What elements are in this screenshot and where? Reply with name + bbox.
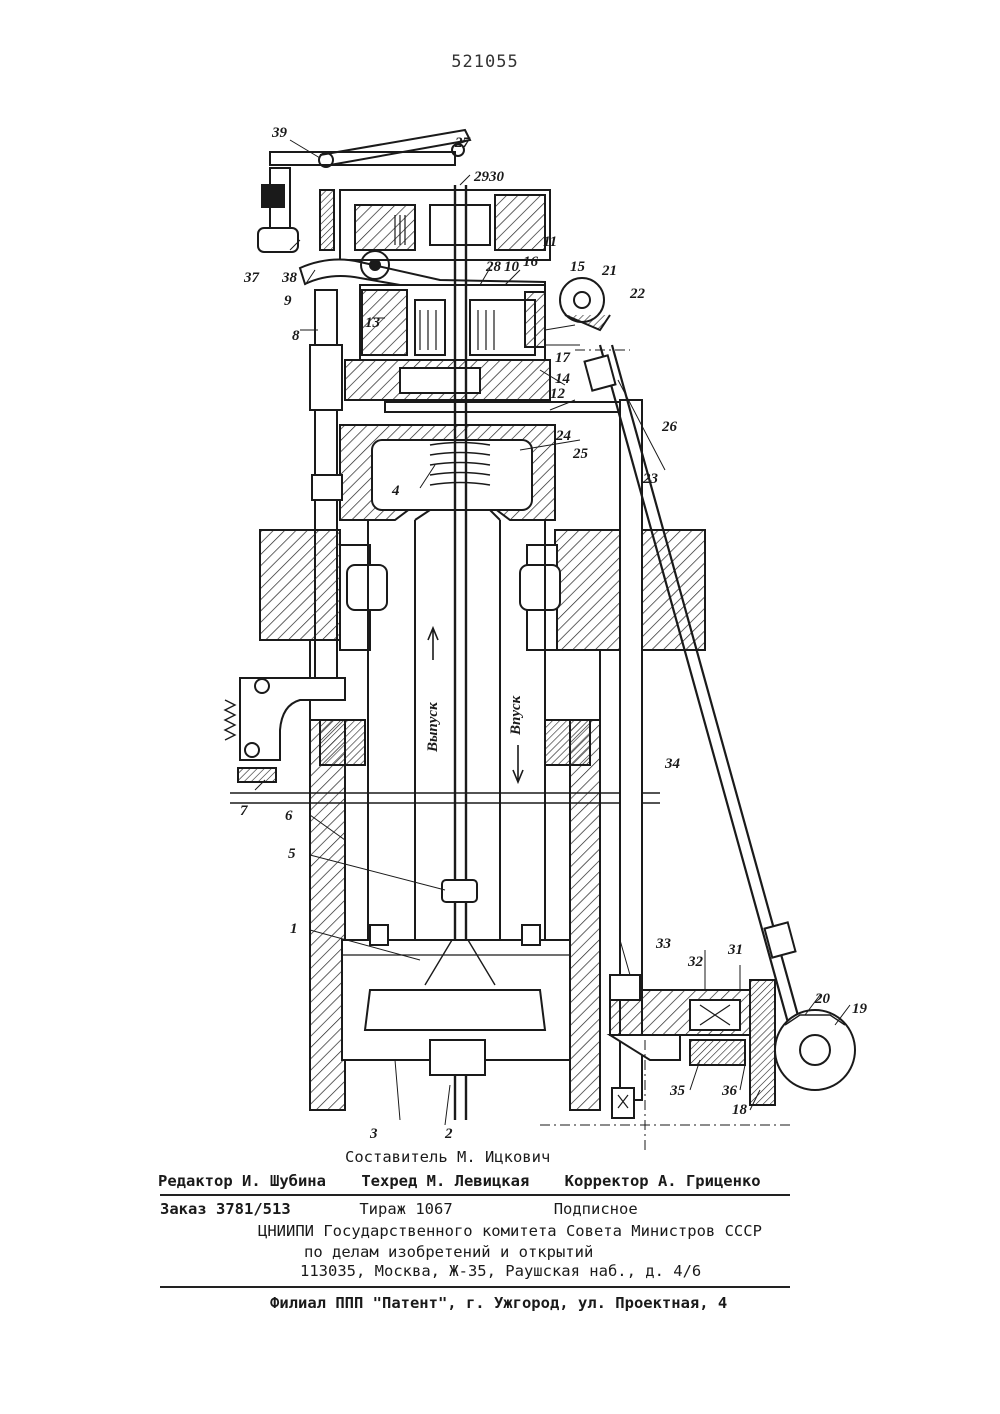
mechanism-body [225,130,855,1150]
part-label: 22 [629,286,646,302]
part-label: 4 [391,483,400,499]
part-label: 15 [570,259,586,275]
imprint-editor: Редактор И. Шубина [158,1172,326,1190]
part-label: 27 [454,135,471,151]
part-label: 10 [504,259,520,275]
imprint-techred: Техред М. Левицкая [361,1172,529,1190]
part-label: 36 [721,1083,738,1099]
part-label: 17 [555,350,571,366]
part-label: 3 [369,1126,378,1142]
part-label: 33 [655,936,672,952]
part-label: 32 [687,954,704,970]
part-label: 11 [543,234,557,250]
imprint-rule-top [160,1194,790,1196]
part-label: 39 [271,125,288,141]
part-label: 21 [601,263,617,279]
imprint-editors-line: Редактор И. Шубина Техред М. Левицкая Ко… [158,1172,787,1190]
part-label: 1 [290,921,298,937]
part-label: 37 [243,270,260,286]
imprint-corrector: Корректор А. Гриценко [565,1172,761,1190]
imprint-order: Заказ 3781/513 [160,1200,350,1218]
part-label: 18 [732,1102,748,1118]
imprint-circulation: Тираж 1067 [359,1200,544,1218]
part-label: 19 [852,1001,868,1017]
inlet-arrow [513,745,523,782]
imprint-composer: Составитель М. Ицкович [0,1148,1000,1166]
outlet-flow-label: Выпуск [425,702,441,753]
flow-labels: Выпуск Впуск [425,628,524,782]
part-label: 2 [444,1126,453,1142]
part-label: 9 [284,293,292,309]
imprint-organization: ЦНИИПИ Государственного комитета Совета … [258,1222,762,1240]
imprint-branch: Филиал ППП "Патент", г. Ужгород, ул. Про… [270,1294,727,1312]
part-label: 7 [240,803,248,819]
part-label: 6 [285,808,293,824]
part-label: 14 [555,371,571,387]
outlet-arrow [428,628,438,660]
part-label: 12 [550,386,566,402]
imprint-order-line: Заказ 3781/513 Тираж 1067 Подписное [160,1200,638,1218]
part-label: 8 [292,328,300,344]
part-label: 24 [555,428,572,444]
part-label: 28 [485,259,502,275]
part-label: 25 [572,446,589,462]
part-label: 35 [669,1083,686,1099]
imprint-address: 113035, Москва, Ж-35, Раушская наб., д. … [300,1262,701,1280]
part-label: 13 [365,315,381,331]
part-label: 16 [523,254,539,270]
imprint-subscription: Подписное [554,1200,638,1218]
part-label: 2930 [473,169,505,185]
part-label: 20 [814,991,831,1007]
part-label: 26 [661,419,678,435]
part-label: 23 [642,471,659,487]
part-label: 34 [664,756,681,772]
part-label: 5 [288,846,296,862]
imprint-rule-bottom [160,1286,790,1288]
inlet-flow-label: Впуск [508,695,524,736]
imprint-organization-line2: по делам изобретений и открытий [304,1243,593,1261]
part-label: 38 [281,270,298,286]
part-label: 31 [727,942,743,958]
